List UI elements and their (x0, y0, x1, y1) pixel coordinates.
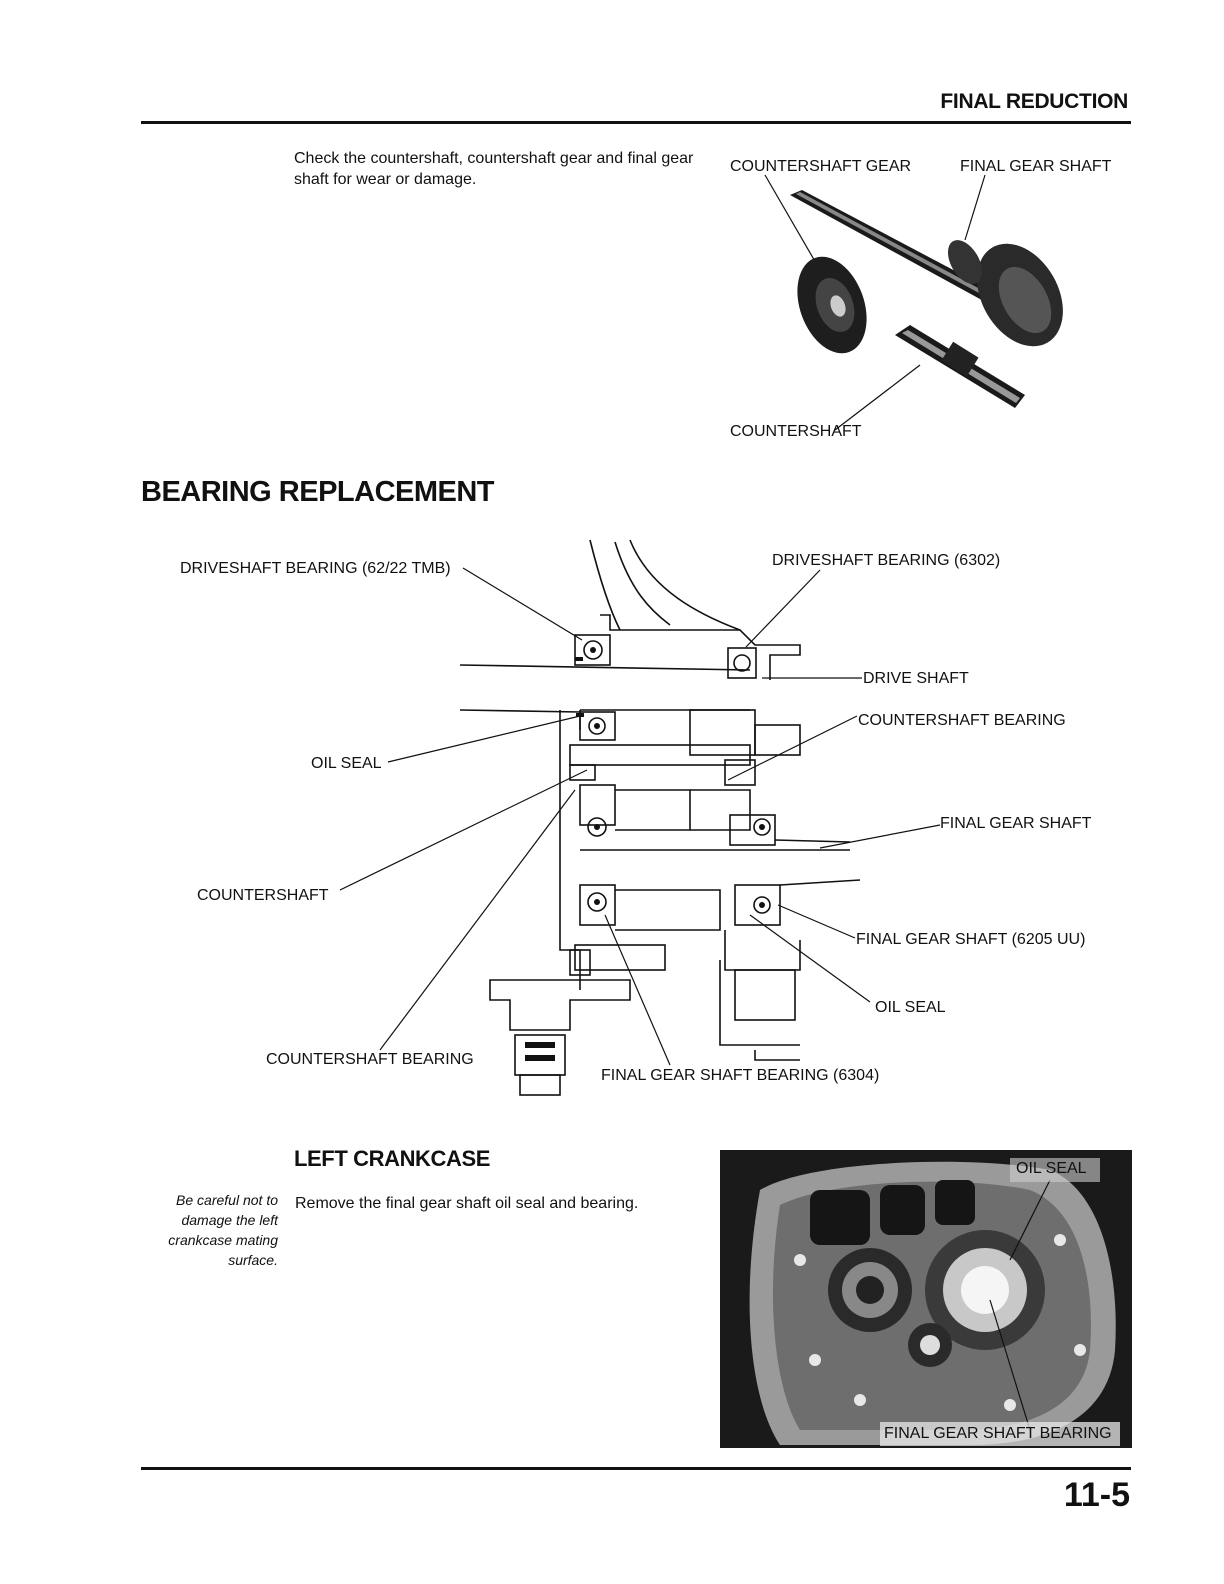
label-countershaft: COUNTERSHAFT (730, 423, 862, 440)
caution-note: Be careful not to damage the left crankc… (168, 1192, 278, 1268)
label-countershaft-bearing-right: COUNTERSHAFT BEARING (858, 712, 1066, 729)
label-oil-seal-left: OIL SEAL (311, 755, 382, 772)
label-final-gear-shaft-6205: FINAL GEAR SHAFT (6205 UU) (856, 931, 1086, 948)
label-drive-shaft: DRIVE SHAFT (863, 670, 969, 687)
label-countershaft-bearing-bottom: COUNTERSHAFT BEARING (266, 1051, 474, 1068)
section-header: FINAL REDUCTION (940, 90, 1128, 113)
label-countershaft-diagram: COUNTERSHAFT (197, 887, 329, 904)
page-number: 11-5 (1063, 1476, 1130, 1514)
section-title: BEARING REPLACEMENT (141, 476, 495, 508)
intro-text: Check the countershaft, countershaft gea… (294, 150, 694, 188)
bearing-cross-section-diagram (339, 539, 941, 1096)
subsection-title: LEFT CRANKCASE (294, 1146, 491, 1171)
label-final-gear-shaft-bearing-6304: FINAL GEAR SHAFT BEARING (6304) (601, 1067, 880, 1084)
label-countershaft-gear: COUNTERSHAFT GEAR (730, 158, 912, 175)
footer-rule (141, 1467, 1131, 1470)
header-rule (141, 121, 1131, 124)
label-final-gear-shaft: FINAL GEAR SHAFT (960, 158, 1112, 175)
crankcase-photo (720, 1150, 1132, 1448)
label-driveshaft-bearing-6302: DRIVESHAFT BEARING (6302) (772, 552, 1001, 569)
label-final-gear-shaft-diagram: FINAL GEAR SHAFT (940, 815, 1092, 832)
label-driveshaft-bearing-62-22: DRIVESHAFT BEARING (62/22 TMB) (180, 560, 451, 577)
instruction-text: Remove the final gear shaft oil seal and… (295, 1195, 639, 1212)
photo-label-final-gear-shaft-bearing: FINAL GEAR SHAFT BEARING (884, 1425, 1112, 1442)
photo-label-oil-seal: OIL SEAL (1016, 1160, 1087, 1177)
label-oil-seal-right: OIL SEAL (875, 999, 946, 1016)
shaft-illustration (764, 174, 1063, 431)
